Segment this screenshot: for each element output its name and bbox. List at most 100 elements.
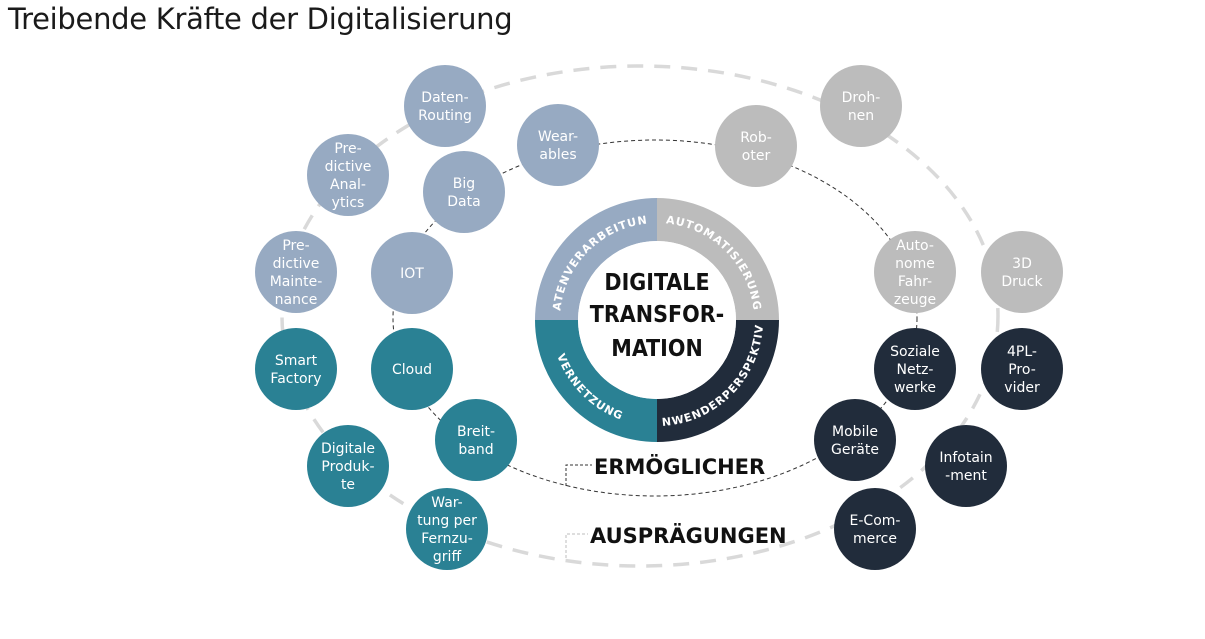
node-circle — [925, 425, 1007, 507]
node-daten-routing: Daten- Routing — [404, 65, 486, 147]
ring-segment-datenverarbeitung — [535, 198, 657, 320]
node-label-line: Anal- — [330, 177, 366, 193]
node-label-line: Breit- — [457, 424, 495, 440]
enablers-label: ERMÖGLICHER — [594, 454, 765, 479]
node-circle — [255, 328, 337, 410]
node-circle — [307, 134, 389, 216]
node-label-line: dictive — [325, 159, 372, 175]
node-wearables: Wear-ables — [517, 104, 599, 186]
node-label-line: nen — [848, 108, 874, 124]
center-line-3: MATION — [611, 336, 703, 362]
node-label-line: E-Com- — [850, 513, 901, 529]
node-drohnen: Droh-nen — [820, 65, 902, 147]
node-4pl-provider: 4PL- Pro-vider — [981, 328, 1063, 410]
node-label-line: oter — [742, 148, 771, 164]
node-circle — [981, 328, 1063, 410]
node-circle — [874, 231, 956, 313]
inner-orbit — [392, 139, 918, 497]
node-label-line: dictive — [273, 256, 320, 272]
ring-segment-vernetzung — [535, 320, 657, 442]
node-label-line: 3D — [1012, 256, 1032, 272]
page-title: Treibende Kräfte der Digitalisierung — [8, 2, 513, 36]
node-label-line: Daten- — [421, 90, 468, 106]
node-cloud: Cloud — [371, 328, 453, 410]
node-label-line: Produk- — [321, 459, 374, 475]
node-circle — [255, 231, 337, 313]
node-circle — [517, 104, 599, 186]
node-label-line: Data — [447, 194, 480, 210]
node-label-line: Digitale — [321, 441, 375, 457]
node-circle — [834, 488, 916, 570]
node-circle — [874, 328, 956, 410]
center-disc — [578, 241, 736, 399]
node-circle — [435, 399, 517, 481]
node-label-line: Big — [453, 176, 475, 192]
node-circle — [404, 65, 486, 147]
node-label-line: War- — [431, 495, 462, 511]
node-label-line: Routing — [418, 108, 472, 124]
node-label-line: merce — [853, 531, 897, 547]
node-circle — [715, 105, 797, 187]
node-circle — [307, 425, 389, 507]
enablers-connector — [565, 464, 592, 486]
node-label-line: tung per — [417, 513, 477, 529]
manifestations-label: AUSPRÄGUNGEN — [590, 523, 787, 548]
ring-segment-anwenderperspektive — [657, 320, 779, 442]
manifestations-connector — [565, 533, 588, 558]
node-label-line: Pre- — [282, 238, 309, 254]
node-roboter: Rob-oter — [715, 105, 797, 187]
node-label-line: ables — [539, 147, 576, 163]
node-circle — [371, 232, 453, 314]
node-circle — [814, 399, 896, 481]
node-label-line: Mainte- — [270, 274, 323, 290]
node-label-line: nome — [895, 256, 935, 272]
node-circle — [406, 488, 488, 570]
node-label-line: Smart — [275, 353, 318, 369]
node-label-line: te — [341, 477, 355, 493]
node-label-line: Pre- — [334, 141, 361, 157]
node-label-line: Druck — [1001, 274, 1043, 290]
center-line-1: DIGITALE — [604, 270, 709, 296]
node-label-line: werke — [894, 380, 936, 396]
ring-segment-automatisierung — [657, 198, 779, 320]
node-iot: IOT — [371, 232, 453, 314]
node-e-commerce: E-Com-merce — [834, 488, 916, 570]
node-circle — [981, 231, 1063, 313]
node-label-line: -ment — [945, 468, 987, 484]
node-label-line: Pro- — [1008, 362, 1036, 378]
node-layer: Daten-RoutingPre-dictiveAnal-yticsPre-di… — [255, 65, 1063, 570]
node-label-line: vider — [1004, 380, 1040, 396]
node-circle — [820, 65, 902, 147]
center-line-2: TRANSFOR- — [590, 302, 725, 328]
node-label-line: 4PL- — [1007, 344, 1037, 360]
node-label-line: Factory — [270, 371, 321, 387]
node-label-line: band — [458, 442, 493, 458]
node-label-line: Mobile — [832, 424, 878, 440]
node-label-line: Droh- — [842, 90, 881, 106]
node-3d-druck: 3D Druck — [981, 231, 1063, 313]
center-label: DIGITALE TRANSFOR- MATION — [590, 270, 725, 362]
node-label-line: Auto- — [896, 238, 934, 254]
node-label-line: zeuge — [894, 292, 936, 308]
node-label-line: Geräte — [831, 442, 879, 458]
node-label-line: Soziale — [890, 344, 940, 360]
node-label-line: nance — [275, 292, 318, 308]
node-label-line: Infotain — [939, 450, 992, 466]
node-label-line: Cloud — [392, 362, 432, 378]
node-label-line: Rob- — [740, 130, 772, 146]
outer-orbit — [280, 64, 1000, 568]
node-infotainment: Infotain -ment — [925, 425, 1007, 507]
node-label-line: Wear- — [538, 129, 578, 145]
node-label-line: griff — [433, 549, 462, 565]
node-label-line: ytics — [332, 195, 365, 211]
node-label-line: IOT — [400, 266, 424, 282]
